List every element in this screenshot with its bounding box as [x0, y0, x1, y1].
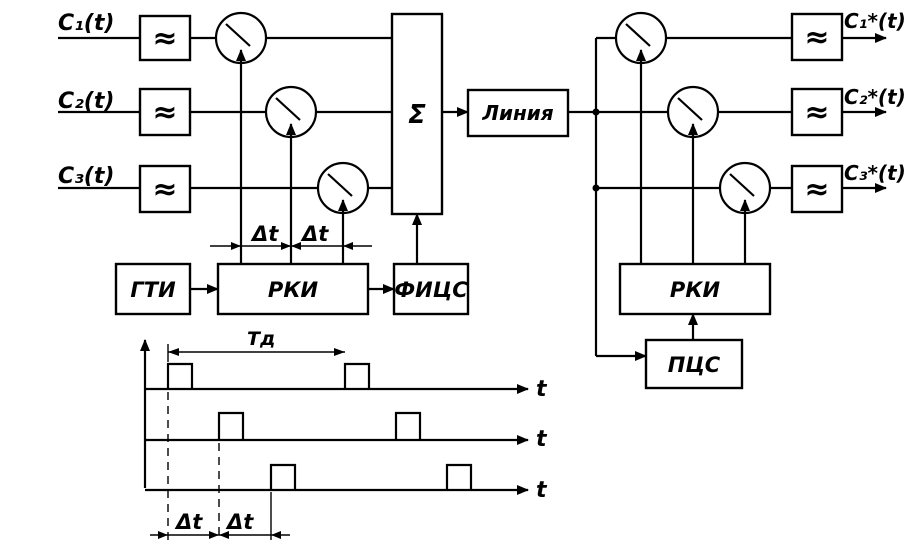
input-filter-3: ≈ [138, 164, 192, 214]
input-label-c3: C₃(t) [58, 164, 114, 189]
time-axis-label-2: t [536, 427, 548, 452]
input-filter-1: ≈ [138, 14, 192, 62]
rki-rx-block: РКИ [618, 262, 772, 316]
filter-icon: ≈ [152, 172, 177, 207]
pulse-ch3-b [445, 463, 473, 490]
filter-icon: ≈ [804, 172, 829, 207]
input-filter-2: ≈ [138, 87, 192, 137]
line-block: Линия [466, 88, 570, 138]
rki-rx-label: РКИ [670, 278, 721, 302]
filter-icon: ≈ [152, 95, 177, 130]
output-filter-2: ≈ [790, 87, 844, 137]
rki-tx-block: РКИ [216, 262, 370, 316]
output-label-c3: C₃*(t) [844, 161, 906, 185]
delay-label-bottom-2: Δt [225, 510, 254, 534]
filter-icon: ≈ [152, 21, 177, 56]
period-label: Tд [247, 328, 275, 350]
pulse-ch2-a [217, 411, 245, 440]
summator-block: Σ [390, 12, 444, 216]
pulse-ch3-a [269, 463, 297, 490]
output-filter-3: ≈ [790, 164, 844, 214]
output-filter-1: ≈ [790, 12, 844, 62]
pulse-ch1-a [166, 362, 194, 389]
line-label: Линия [481, 101, 553, 125]
output-label-c2: C₂*(t) [844, 85, 906, 109]
gti-block: ГТИ [114, 262, 192, 316]
gti-label: ГТИ [130, 278, 176, 302]
pcs-label: ПЦС [668, 353, 721, 377]
time-axis-label-3: t [536, 478, 548, 503]
output-label-c1: C₁*(t) [844, 9, 906, 33]
fics-block: ФИЦС [392, 262, 470, 316]
pulse-ch2-b [394, 411, 422, 440]
pulse-ch1-b [343, 362, 371, 389]
filter-icon: ≈ [804, 20, 829, 55]
input-label-c2: C₂(t) [58, 89, 114, 114]
delay-label-top-1: Δt [250, 222, 279, 246]
summator-label: Σ [408, 100, 426, 130]
rki-tx-label: РКИ [268, 278, 319, 302]
time-axis-label-1: t [536, 377, 548, 402]
delay-label-top-2: Δt [300, 222, 329, 246]
delay-label-bottom-1: Δt [174, 510, 203, 534]
pcs-block: ПЦС [644, 338, 744, 390]
input-label-c1: C₁(t) [58, 11, 114, 36]
filter-icon: ≈ [804, 95, 829, 130]
fics-label: ФИЦС [394, 278, 468, 302]
